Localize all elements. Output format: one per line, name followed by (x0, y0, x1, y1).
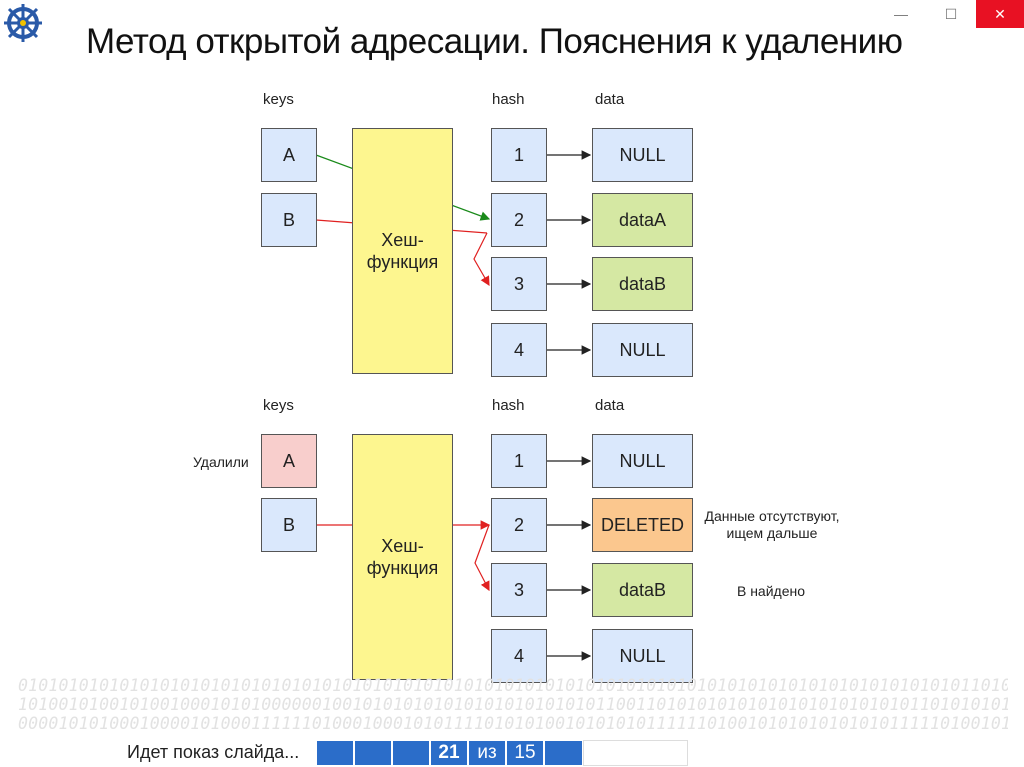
data-cell-3-bottom: dataB (592, 563, 693, 617)
hash-cell-2-bottom: 2 (491, 498, 547, 552)
keys-header-b: keys (263, 397, 294, 414)
nav-block[interactable] (392, 740, 430, 766)
binary-pattern-line-1: 0101010101010101010101010101010101010101… (18, 676, 1008, 695)
hash-function-box-bottom: Хеш- функция (352, 434, 453, 680)
hash-cell-4: 4 (491, 323, 547, 377)
nav-block[interactable] (354, 740, 392, 766)
data-cell-3: dataB (592, 257, 693, 311)
hash-cell-1: 1 (491, 128, 547, 182)
data-cell-1-bottom: NULL (592, 434, 693, 488)
hash-cell-2: 2 (491, 193, 547, 247)
data-header: data (595, 91, 625, 108)
nav-block[interactable] (430, 740, 468, 766)
binary-pattern-line-2: 1010010100101001000101010000001001010101… (18, 695, 1008, 714)
key-box-a: A (261, 128, 317, 182)
data-cell-2-deleted: DELETED (592, 498, 693, 552)
arrow-collision-hash3 (473, 232, 490, 287)
nav-block[interactable] (506, 740, 544, 766)
data-cell-2: dataA (592, 193, 693, 247)
hash-cell-4-bottom: 4 (491, 629, 547, 683)
nav-block[interactable] (468, 740, 506, 766)
hash-header-b: hash (492, 397, 525, 414)
key-box-b: B (261, 193, 317, 247)
data-cell-4-bottom: NULL (592, 629, 693, 683)
hash-cell-1-bottom: 1 (491, 434, 547, 488)
key-box-a-deleted: A (261, 434, 317, 488)
data-header-b: data (595, 397, 625, 414)
hash-function-box: Хеш- функция (352, 128, 453, 374)
nav-progress-remaining (583, 740, 688, 766)
total-pages-number: 15 (514, 742, 536, 763)
maximize-button[interactable]: ☐ (944, 5, 958, 22)
nav-block[interactable] (544, 740, 583, 766)
current-page-number: 21 (438, 742, 460, 763)
keys-header: keys (263, 91, 294, 108)
page-of-label: из (477, 742, 497, 763)
note-deleted: Данные отсутствуют, ищем дальше (704, 508, 840, 541)
close-button[interactable]: ✕ (976, 0, 1024, 28)
binary-pattern-line-3: 0000101010001000010100011111101000100010… (18, 714, 1008, 733)
minimize-button[interactable]: — (894, 6, 908, 22)
key-box-b-bottom: B (261, 498, 317, 552)
data-cell-1: NULL (592, 128, 693, 182)
nav-block[interactable] (316, 740, 354, 766)
slide-title: Метод открытой адресации. Пояснения к уд… (86, 22, 903, 61)
deleted-label: Удалили (193, 454, 249, 470)
data-cell-4: NULL (592, 323, 693, 377)
hash-cell-3-bottom: 3 (491, 563, 547, 617)
note-found: B найдено (736, 583, 806, 599)
status-text: Идет показ слайда... (127, 742, 300, 762)
hash-header: hash (492, 91, 525, 108)
hash-cell-3: 3 (491, 257, 547, 311)
ship-wheel-logo-icon (4, 4, 42, 42)
arrow-probe-hash3-b (474, 524, 490, 592)
